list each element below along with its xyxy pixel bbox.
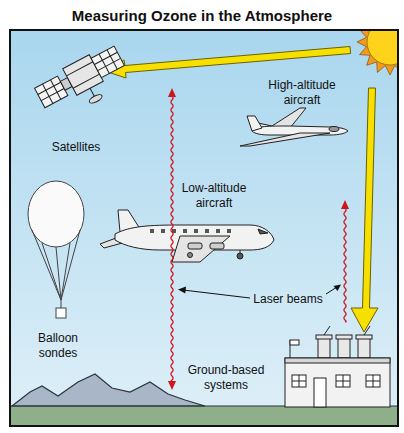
- ground: [11, 406, 397, 425]
- sunlight-arrow: [105, 47, 351, 79]
- aircraft-window: [161, 229, 165, 233]
- leader-arrowhead: [178, 287, 186, 294]
- balloon-sonde: [28, 181, 84, 318]
- frame: [10, 30, 398, 426]
- part-label: Satellites: [52, 140, 101, 155]
- sun: [357, 31, 397, 75]
- leader-arrowhead: [334, 285, 342, 292]
- aircraft-window: [205, 229, 209, 233]
- part-label: Balloon sondes: [25, 331, 91, 361]
- laser-arrowhead: [168, 381, 176, 390]
- high-altitude-aircraft: [240, 108, 348, 146]
- aircraft-window: [150, 229, 154, 233]
- aircraft-window: [216, 229, 220, 233]
- part-label: Low-altitude aircraft: [172, 181, 256, 211]
- laser-beam: [171, 96, 173, 382]
- aircraft-window: [183, 229, 187, 233]
- leader-line: [183, 290, 250, 298]
- laser-arrowhead: [168, 88, 176, 97]
- aircraft-window: [194, 229, 198, 233]
- part-label: High-altitude aircraft: [256, 78, 348, 108]
- aircraft-windows: [150, 229, 231, 233]
- laser-beam: [344, 208, 346, 322]
- part-label: Laser beams: [253, 292, 322, 307]
- mountains: [12, 374, 205, 406]
- ground-station-building: [285, 326, 390, 407]
- sky-background: [10, 30, 398, 426]
- aircraft-window: [227, 229, 231, 233]
- satellite: [33, 43, 134, 125]
- sunlight-arrow: [351, 88, 378, 332]
- low-altitude-aircraft: [100, 210, 274, 262]
- part-label: Ground-based systems: [176, 363, 276, 393]
- laser-arrowhead: [341, 200, 349, 209]
- diagram-title: Measuring Ozone in the Atmosphere: [72, 7, 332, 25]
